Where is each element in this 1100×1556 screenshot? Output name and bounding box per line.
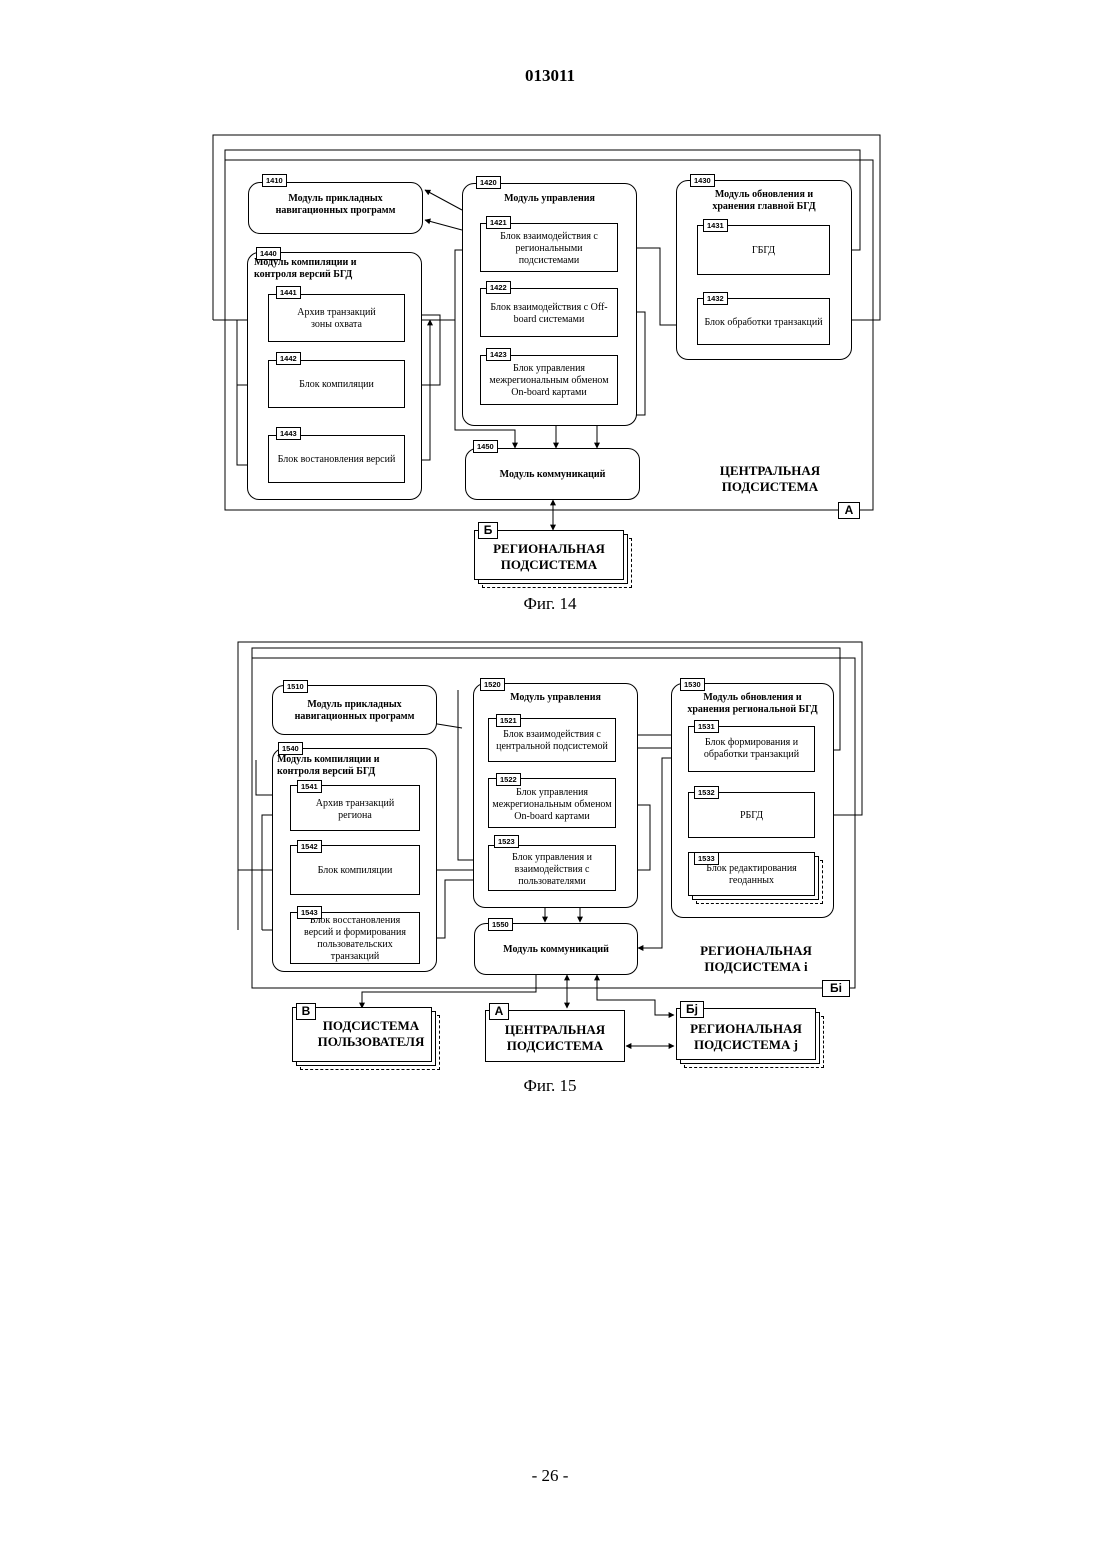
corner-label-a2: А — [489, 1003, 509, 1020]
module-1530-title: Модуль обновления и хранения регионально… — [672, 692, 833, 716]
block-1542-text: Блок компиляции — [291, 865, 419, 877]
block-1523-text: Блок управления и взаимодействия с польз… — [489, 852, 615, 888]
block-1543: Блок восстановления версий и формировани… — [290, 912, 420, 964]
block-1541-text: Архив транзакций региона — [291, 798, 419, 822]
tag-1423: 1423 — [486, 348, 511, 361]
tag-1542: 1542 — [297, 840, 322, 853]
corner-label-v: В — [296, 1003, 316, 1020]
tag-1420: 1420 — [476, 176, 501, 189]
tag-1521: 1521 — [496, 714, 521, 727]
figure-14-caption: Фиг. 14 — [0, 594, 1100, 614]
page-number-header: 013011 — [0, 66, 1100, 86]
block-1543-text: Блок восстановления версий и формировани… — [291, 915, 419, 963]
block-1431: ГБГД — [697, 225, 830, 275]
block-1531-text: Блок формирования и обработки транзакций — [689, 737, 814, 761]
module-1510-title: Модуль прикладных навигационных программ — [273, 699, 436, 723]
module-1450: Модуль коммуникаций — [465, 448, 640, 500]
block-1532-text: РБГД — [689, 810, 814, 822]
block-1422-text: Блок взаимодействия с Off- board система… — [481, 302, 617, 326]
tag-1530: 1530 — [680, 678, 705, 691]
regional-j-label: РЕГИОНАЛЬНАЯ ПОДСИСТЕМА j — [677, 1021, 815, 1053]
regional-i-label: РЕГИОНАЛЬНАЯ ПОДСИСТЕМА i — [686, 943, 826, 975]
module-1410: Модуль прикладных навигационных программ — [248, 182, 423, 234]
tag-1440: 1440 — [256, 247, 281, 260]
tag-1510: 1510 — [283, 680, 308, 693]
block-1443: Блок востановления версий — [268, 435, 405, 483]
central-subsystem-label: ЦЕНТРАЛЬНАЯ ПОДСИСТЕМА — [486, 1022, 624, 1054]
block-1441: Архив транзакций зоны охвата — [268, 294, 405, 342]
block-1522-text: Блок управления межрегиональным обменом … — [489, 787, 615, 823]
page-number-footer: - 26 - — [0, 1466, 1100, 1486]
user-subsystem-label: ПОДСИСТЕМА ПОЛЬЗОВАТЕЛЯ — [311, 1018, 431, 1050]
block-1423: Блок управления межрегиональным обменом … — [480, 355, 618, 405]
block-1422: Блок взаимодействия с Off- board система… — [480, 288, 618, 337]
module-1450-title: Модуль коммуникаций — [466, 469, 639, 481]
block-1431-text: ГБГД — [698, 245, 829, 257]
corner-label-bi: Бi — [822, 980, 850, 997]
tag-1531: 1531 — [694, 720, 719, 733]
figure-15-caption: Фиг. 15 — [0, 1076, 1100, 1096]
block-1421: Блок взаимодействия с региональными подс… — [480, 223, 618, 272]
block-1432: Блок обработки транзакций — [697, 298, 830, 345]
block-1521-text: Блок взаимодействия с центральной подсис… — [489, 729, 615, 753]
corner-label-b: Б — [478, 522, 498, 539]
block-1421-text: Блок взаимодействия с региональными подс… — [481, 231, 617, 267]
module-1540-title: Модуль компиляции и контроля версий БГД — [277, 754, 380, 778]
module-1440-title: Модуль компиляции и контроля версий БГД — [254, 257, 357, 281]
tag-1410: 1410 — [262, 174, 287, 187]
corner-label-a: А — [838, 502, 860, 519]
central-system-label: ЦЕНТРАЛЬНАЯ ПОДСИСТЕМА — [700, 463, 840, 495]
tag-1432: 1432 — [703, 292, 728, 305]
tag-1422: 1422 — [486, 281, 511, 294]
tag-1543: 1543 — [297, 906, 322, 919]
tag-1523: 1523 — [494, 835, 519, 848]
module-1420-title: Модуль управления — [463, 193, 636, 205]
tag-1450: 1450 — [473, 440, 498, 453]
corner-label-bj: Бj — [680, 1001, 704, 1018]
tag-1522: 1522 — [496, 773, 521, 786]
block-1523: Блок управления и взаимодействия с польз… — [488, 845, 616, 891]
tag-1541: 1541 — [297, 780, 322, 793]
tag-1431: 1431 — [703, 219, 728, 232]
block-1441-text: Архив транзакций зоны охвата — [269, 307, 404, 331]
block-1443-text: Блок востановления версий — [269, 454, 404, 466]
block-1442: Блок компиляции — [268, 360, 405, 408]
tag-1442: 1442 — [276, 352, 301, 365]
regional-subsystem-label: РЕГИОНАЛЬНАЯ ПОДСИСТЕМА — [475, 541, 623, 573]
module-1430-title: Модуль обновления и хранения главной БГД — [677, 189, 851, 213]
tag-1421: 1421 — [486, 216, 511, 229]
tag-1532: 1532 — [694, 786, 719, 799]
tag-1430: 1430 — [690, 174, 715, 187]
figure-14: Модуль прикладных навигационных программ… — [0, 120, 1100, 620]
module-1410-title: Модуль прикладных навигационных программ — [249, 193, 422, 217]
tag-1533: 1533 — [694, 852, 719, 865]
block-1423-text: Блок управления межрегиональным обменом … — [481, 363, 617, 399]
block-1442-text: Блок компиляции — [269, 379, 404, 391]
tag-1443: 1443 — [276, 427, 301, 440]
tag-1540: 1540 — [278, 742, 303, 755]
figure-15: Модуль прикладных навигационных программ… — [0, 630, 1100, 1090]
block-1432-text: Блок обработки транзакций — [698, 317, 829, 329]
module-1550-title: Модуль коммуникаций — [475, 944, 637, 956]
tag-1520: 1520 — [480, 678, 505, 691]
block-1533-text: Блок редактирования геоданных — [689, 863, 814, 887]
module-1520-title: Модуль управления — [474, 692, 637, 704]
tag-1550: 1550 — [488, 918, 513, 931]
tag-1441: 1441 — [276, 286, 301, 299]
